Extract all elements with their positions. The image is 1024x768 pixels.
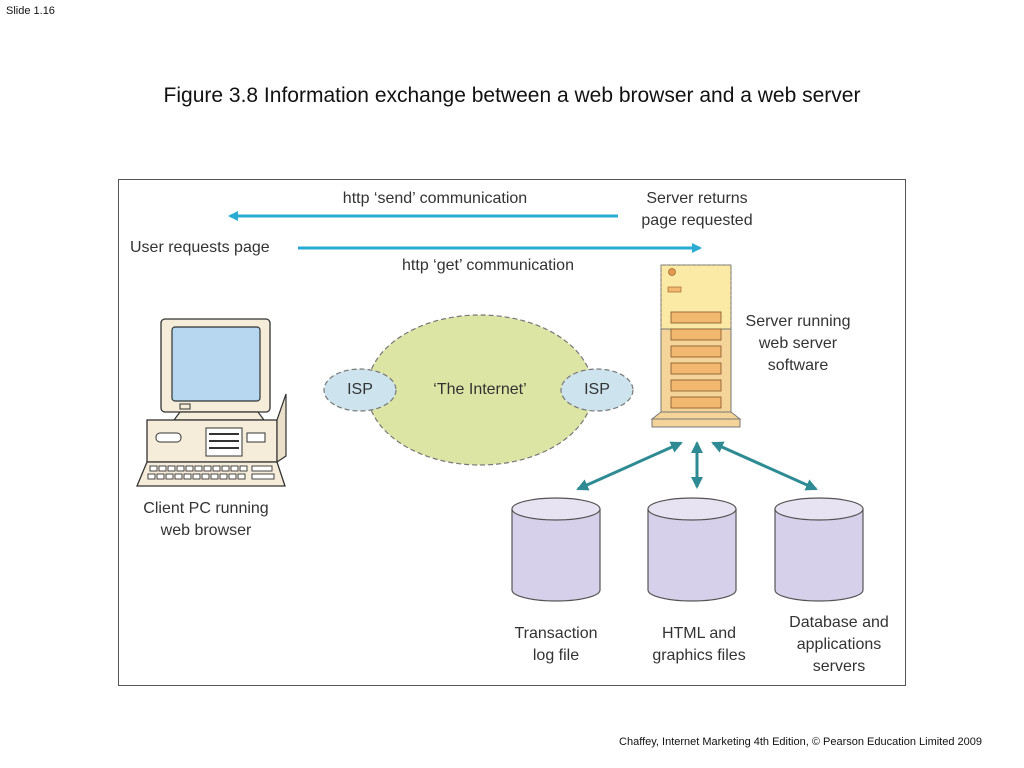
storage-log-label-line2: log file bbox=[532, 647, 580, 664]
database-cylinder-files bbox=[647, 497, 737, 602]
client-label-line1: Client PC running bbox=[143, 500, 269, 517]
database-cylinder-db bbox=[774, 497, 864, 602]
storage-db-label-line2: applications bbox=[796, 636, 882, 653]
user-requests-label: User requests page bbox=[130, 239, 270, 256]
arrow-server-to-log bbox=[576, 441, 683, 491]
diagram-frame bbox=[118, 179, 906, 686]
isp-left-label: ISP bbox=[347, 381, 373, 398]
storage-files-label-line2: graphics files bbox=[652, 647, 746, 664]
arrow-server-to-database bbox=[711, 441, 818, 491]
server-returns-label-line2: page requested bbox=[641, 212, 753, 229]
server-label-line3: software bbox=[767, 357, 829, 374]
database-cylinder-log bbox=[511, 497, 601, 602]
isp-left-bubble bbox=[323, 368, 397, 412]
figure-title: Figure 3.8 Information exchange between … bbox=[163, 84, 861, 107]
send-communication-label: http ‘send’ communication bbox=[342, 190, 528, 207]
isp-right-label: ISP bbox=[584, 381, 610, 398]
internet-label: ‘The Internet’ bbox=[433, 381, 527, 398]
get-communication-label: http ‘get’ communication bbox=[402, 257, 574, 274]
server-label-line2: web server bbox=[758, 335, 838, 352]
footer-citation: Chaffey, Internet Marketing 4th Edition,… bbox=[619, 736, 982, 748]
storage-db-label-line3: servers bbox=[812, 658, 866, 675]
server-returns-label-line1: Server returns bbox=[646, 190, 748, 207]
storage-log-label-line1: Transaction bbox=[514, 625, 598, 642]
isp-right-bubble bbox=[560, 368, 634, 412]
storage-files-label-line1: HTML and bbox=[661, 625, 737, 642]
client-pc-icon bbox=[136, 318, 287, 487]
server-label-line1: Server running bbox=[745, 313, 851, 330]
slide-number: Slide 1.16 bbox=[6, 5, 55, 17]
client-label-line2: web browser bbox=[160, 522, 252, 539]
storage-db-label-line1: Database and bbox=[789, 614, 889, 631]
web-server-icon bbox=[650, 264, 742, 428]
